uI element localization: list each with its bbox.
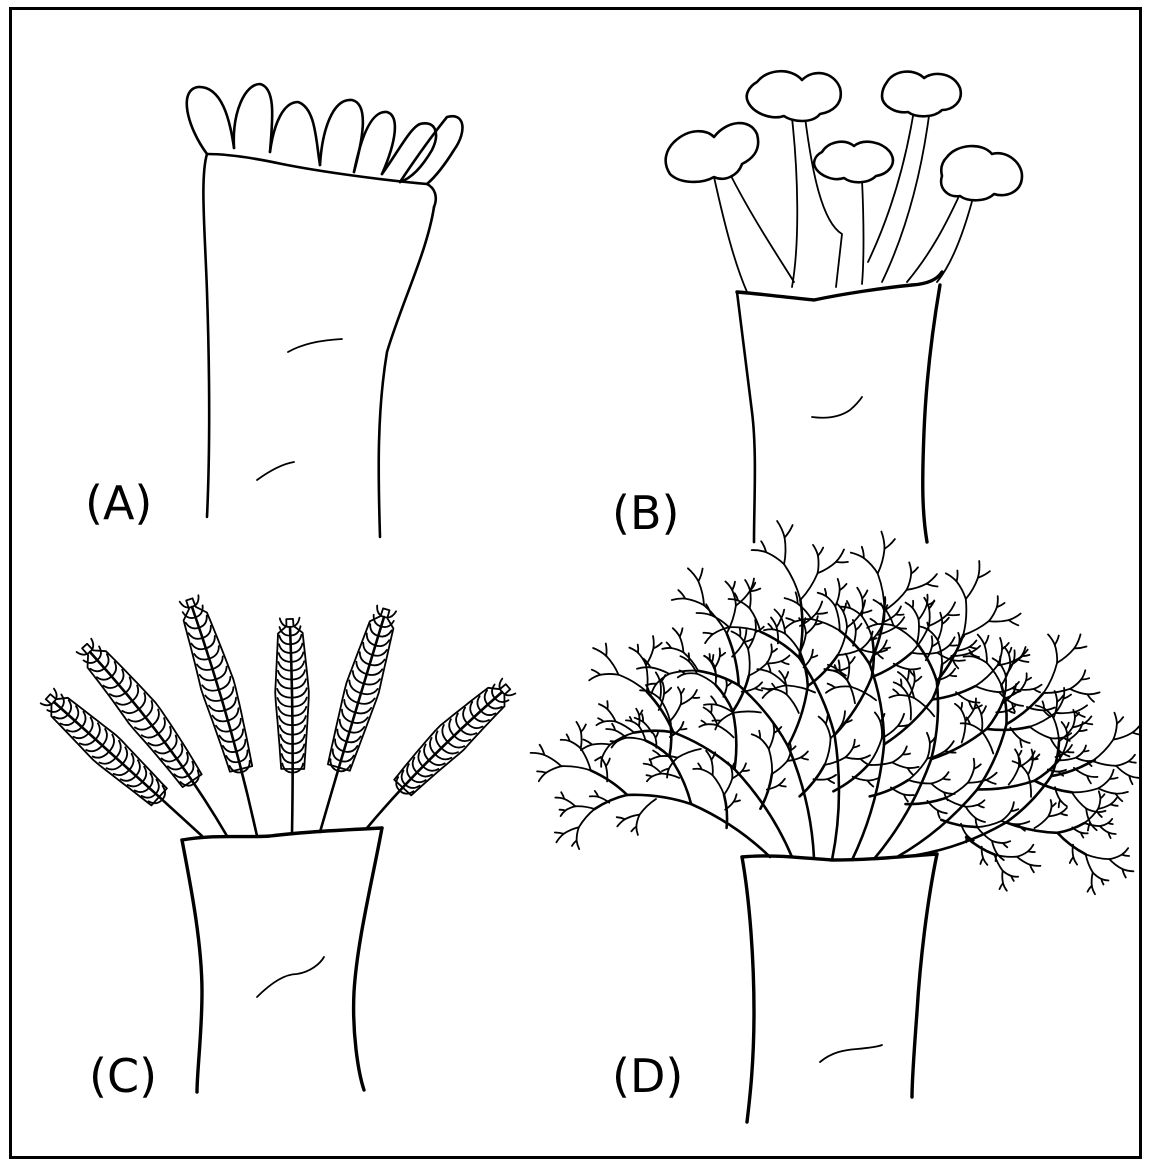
panel-b-body-left: [737, 292, 755, 542]
panel-d-tentacle: [581, 620, 808, 857]
panel-a-body-right: [379, 207, 434, 537]
panel-c-oral-rim: [182, 828, 382, 840]
panel-b-wrinkle: [812, 397, 862, 418]
panel-d-wrinkle: [820, 1045, 882, 1062]
panel-c-tentacle: [77, 639, 227, 836]
panel-b-body-right: [923, 285, 940, 542]
panel-d-label: (D): [612, 1053, 683, 1099]
panel-b-stalk: [868, 110, 914, 262]
panel-c-drawing: [41, 595, 516, 1092]
panel-b-stalk: [792, 118, 797, 287]
panel-c-body-right: [354, 828, 382, 1090]
panel-b-knob: [814, 142, 893, 183]
panel-b-stalk: [714, 177, 747, 292]
panel-b-stalk: [882, 108, 930, 282]
panel-b-knob: [882, 72, 961, 117]
panel-c-tentacle: [180, 595, 257, 836]
tentacle-diagram: [12, 10, 1139, 1156]
panel-a-tentacle: [234, 84, 272, 152]
panel-d-tentacle: [917, 691, 1139, 894]
panel-d-body-left: [742, 857, 754, 1122]
panel-b-knob: [666, 123, 759, 182]
panel-b-stalk: [907, 194, 960, 282]
panel-c-body-left: [182, 840, 202, 1092]
panel-d-drawing: [531, 521, 1139, 1122]
panel-b-knob: [747, 71, 841, 121]
panel-d-tentacle: [867, 561, 1087, 859]
panel-a-wrinkle: [288, 339, 342, 352]
panel-c-tentacle: [367, 679, 515, 828]
panel-b-stalk: [937, 194, 974, 282]
panel-a-label: (A): [85, 480, 152, 526]
panel-c-tentacle: [320, 606, 396, 833]
panel-a-drawing: [187, 84, 463, 537]
figure-frame: (A) (B) (C) (D): [9, 7, 1142, 1159]
panel-c-label: (C): [89, 1053, 157, 1099]
panel-a-body-left: [203, 154, 209, 517]
panel-a-tentacle: [270, 102, 320, 165]
panel-a-tentacle: [187, 87, 234, 154]
panel-b-knob: [941, 146, 1022, 200]
panel-b-drawing: [666, 71, 1022, 542]
panel-c-wrinkle: [257, 957, 324, 997]
panel-d-tentacle: [637, 568, 887, 858]
panel-b-stalk: [862, 180, 864, 284]
panel-b-label: (B): [612, 490, 679, 536]
panel-b-stalk: [730, 174, 794, 282]
panel-c-tentacle: [275, 618, 309, 834]
panel-d-body-right: [912, 854, 937, 1097]
panel-a-wrinkle: [257, 462, 294, 480]
